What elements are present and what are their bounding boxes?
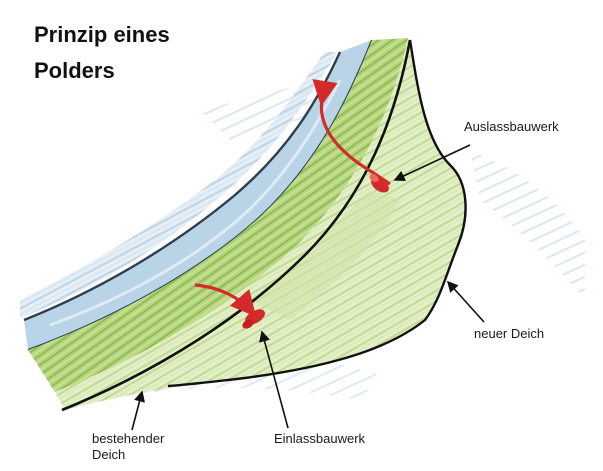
label-existing-dike-line-1: bestehender (92, 431, 164, 447)
new-dike-pointer-arrow (448, 282, 484, 322)
label-existing-dike-line-2: Deich (92, 447, 164, 463)
label-new-dike: neuer Deich (474, 326, 544, 342)
label-existing-dike: bestehender Deich (92, 431, 164, 463)
title-line-2: Polders (34, 58, 115, 84)
background-hatching-right (470, 150, 585, 300)
title-line-1: Prinzip eines (34, 22, 170, 48)
label-inlet-structure: Einlassbauwerk (274, 431, 365, 447)
existing-dike-pointer-arrow (132, 392, 142, 430)
label-outlet-structure: Auslassbauwerk (464, 119, 559, 135)
